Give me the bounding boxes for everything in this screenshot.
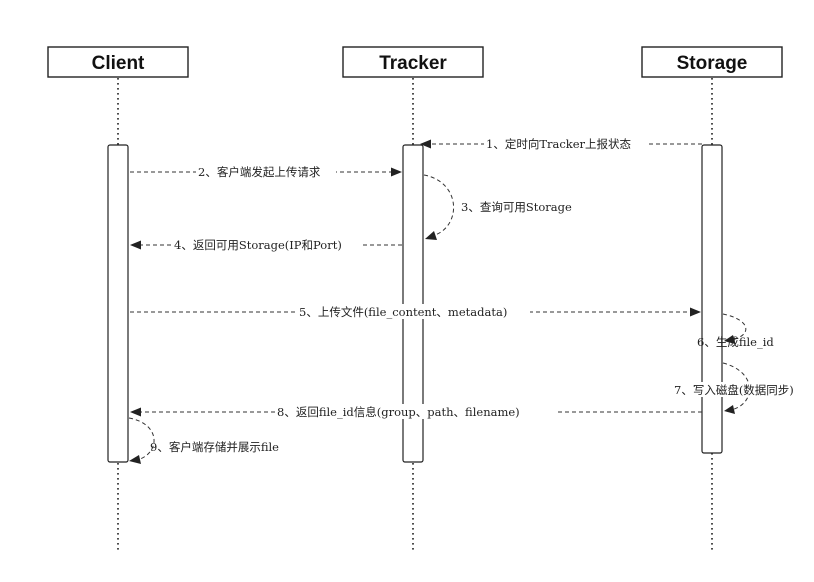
participant-box — [47, 46, 189, 78]
participant-tracker: Tracker — [342, 46, 484, 78]
participant-label: Client — [92, 53, 145, 74]
participant-box — [342, 46, 484, 78]
label-bg — [196, 164, 336, 179]
message-label: 3、查询可用Storage — [461, 200, 572, 214]
participant-box — [641, 46, 783, 78]
message-label: 2、客户端发起上传请求 — [198, 165, 321, 179]
label-bg — [172, 237, 360, 252]
arrowhead — [130, 240, 141, 250]
message-label: 4、返回可用Storage(IP和Port) — [174, 238, 342, 252]
arrowhead — [420, 139, 431, 149]
participant-storage: Storage — [641, 46, 783, 78]
label-bg — [672, 382, 812, 397]
message-label: 5、上传文件(file_content、metadata) — [299, 305, 507, 319]
self-call-arc — [722, 313, 747, 341]
message-5: 5、上传文件(file_content、metadata) — [130, 304, 701, 319]
message-4: 4、返回可用Storage(IP和Port) — [130, 237, 402, 252]
message-8: 8、返回file_id信息(group、path、filename) — [130, 404, 702, 419]
message-3: 3、查询可用Storage — [423, 174, 572, 240]
label-bg — [275, 404, 555, 419]
arrowhead — [724, 335, 735, 344]
activation-tracker — [402, 144, 424, 463]
participant-label: Tracker — [379, 53, 447, 74]
activation-storage — [701, 144, 723, 454]
message-label: 8、返回file_id信息(group、path、filename) — [277, 405, 520, 419]
message-2: 2、客户端发起上传请求 — [130, 164, 402, 179]
message-7: 7、写入磁盘(数据同步) — [672, 362, 812, 414]
label-bg — [484, 136, 646, 151]
message-6: 6、生成file_id — [697, 313, 774, 349]
participant-client: Client — [47, 46, 189, 78]
message-1: 1、定时向Tracker上报状态 — [420, 136, 702, 151]
self-call-arc — [128, 417, 155, 461]
message-9: 9、客户端存储并展示file — [128, 417, 279, 464]
arrowhead — [425, 231, 437, 240]
message-label: 9、客户端存储并展示file — [150, 440, 279, 454]
arrowhead — [724, 405, 735, 414]
activation-client — [107, 144, 129, 463]
self-call-arc — [423, 174, 455, 237]
message-label: 6、生成file_id — [697, 335, 774, 349]
arrowhead — [690, 307, 701, 317]
participant-label: Storage — [677, 53, 748, 74]
message-label: 7、写入磁盘(数据同步) — [674, 383, 794, 397]
message-label: 1、定时向Tracker上报状态 — [486, 137, 632, 151]
arrowhead — [130, 407, 141, 417]
label-bg — [297, 304, 530, 319]
arrowhead — [129, 455, 141, 464]
arrowhead — [391, 167, 402, 177]
